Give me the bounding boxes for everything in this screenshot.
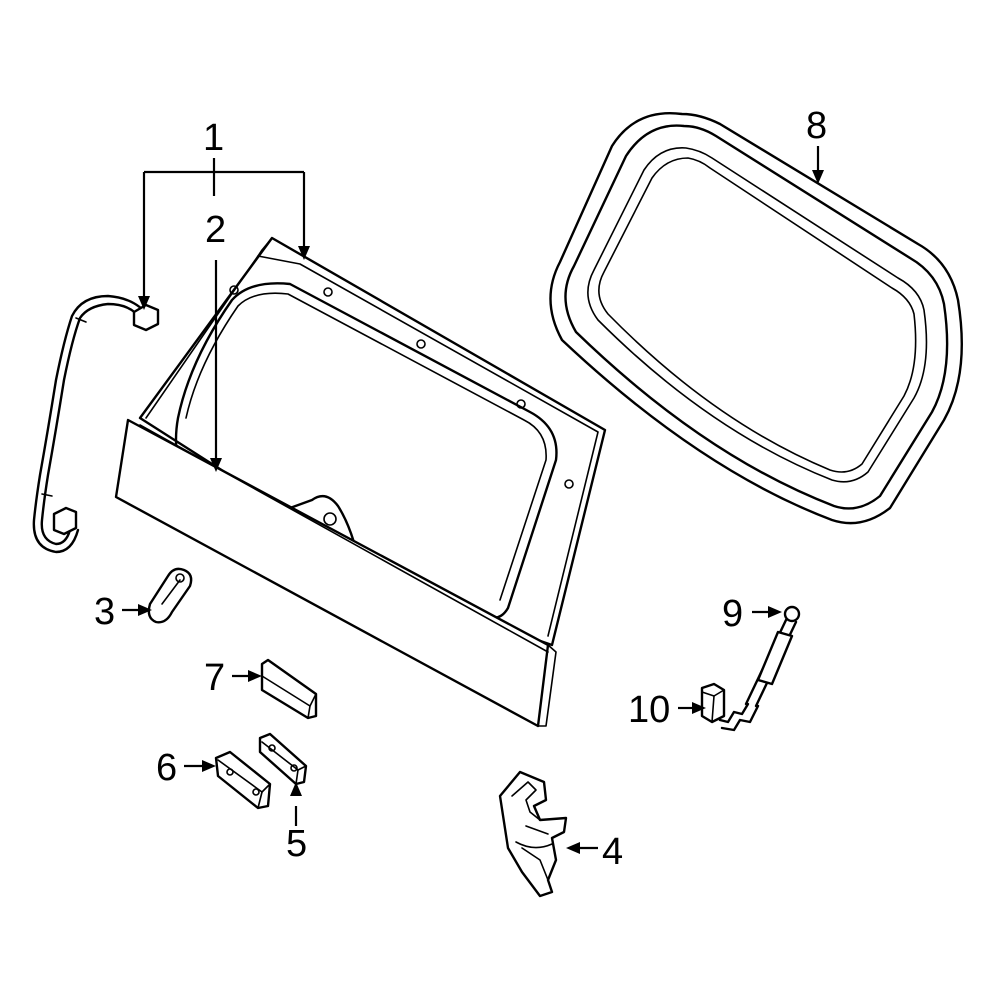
lift-support-strut	[700, 605, 801, 732]
callout-3: 3	[94, 591, 115, 633]
weatherstrip-seal	[549, 112, 963, 525]
leader-lines	[122, 146, 824, 854]
callout-6: 6	[156, 747, 177, 789]
callout-9: 9	[722, 593, 743, 635]
liftgate-glass-assembly	[114, 236, 607, 728]
wire-harness	[32, 294, 160, 554]
hinge-bracket	[498, 770, 568, 898]
callout-1: 1	[203, 117, 224, 159]
callout-10: 10	[628, 689, 670, 731]
bracket-block	[260, 658, 318, 720]
callout-labels: 1 2 3 4 5 6 7 8 9 10	[94, 105, 827, 873]
bumper-pad	[147, 567, 193, 624]
callout-4: 4	[602, 831, 623, 873]
callout-2: 2	[205, 209, 226, 251]
callout-5: 5	[286, 823, 307, 865]
callout-8: 8	[806, 105, 827, 147]
mounting-plate	[214, 750, 272, 810]
callout-7: 7	[204, 657, 225, 699]
spacer-plate	[258, 732, 308, 786]
